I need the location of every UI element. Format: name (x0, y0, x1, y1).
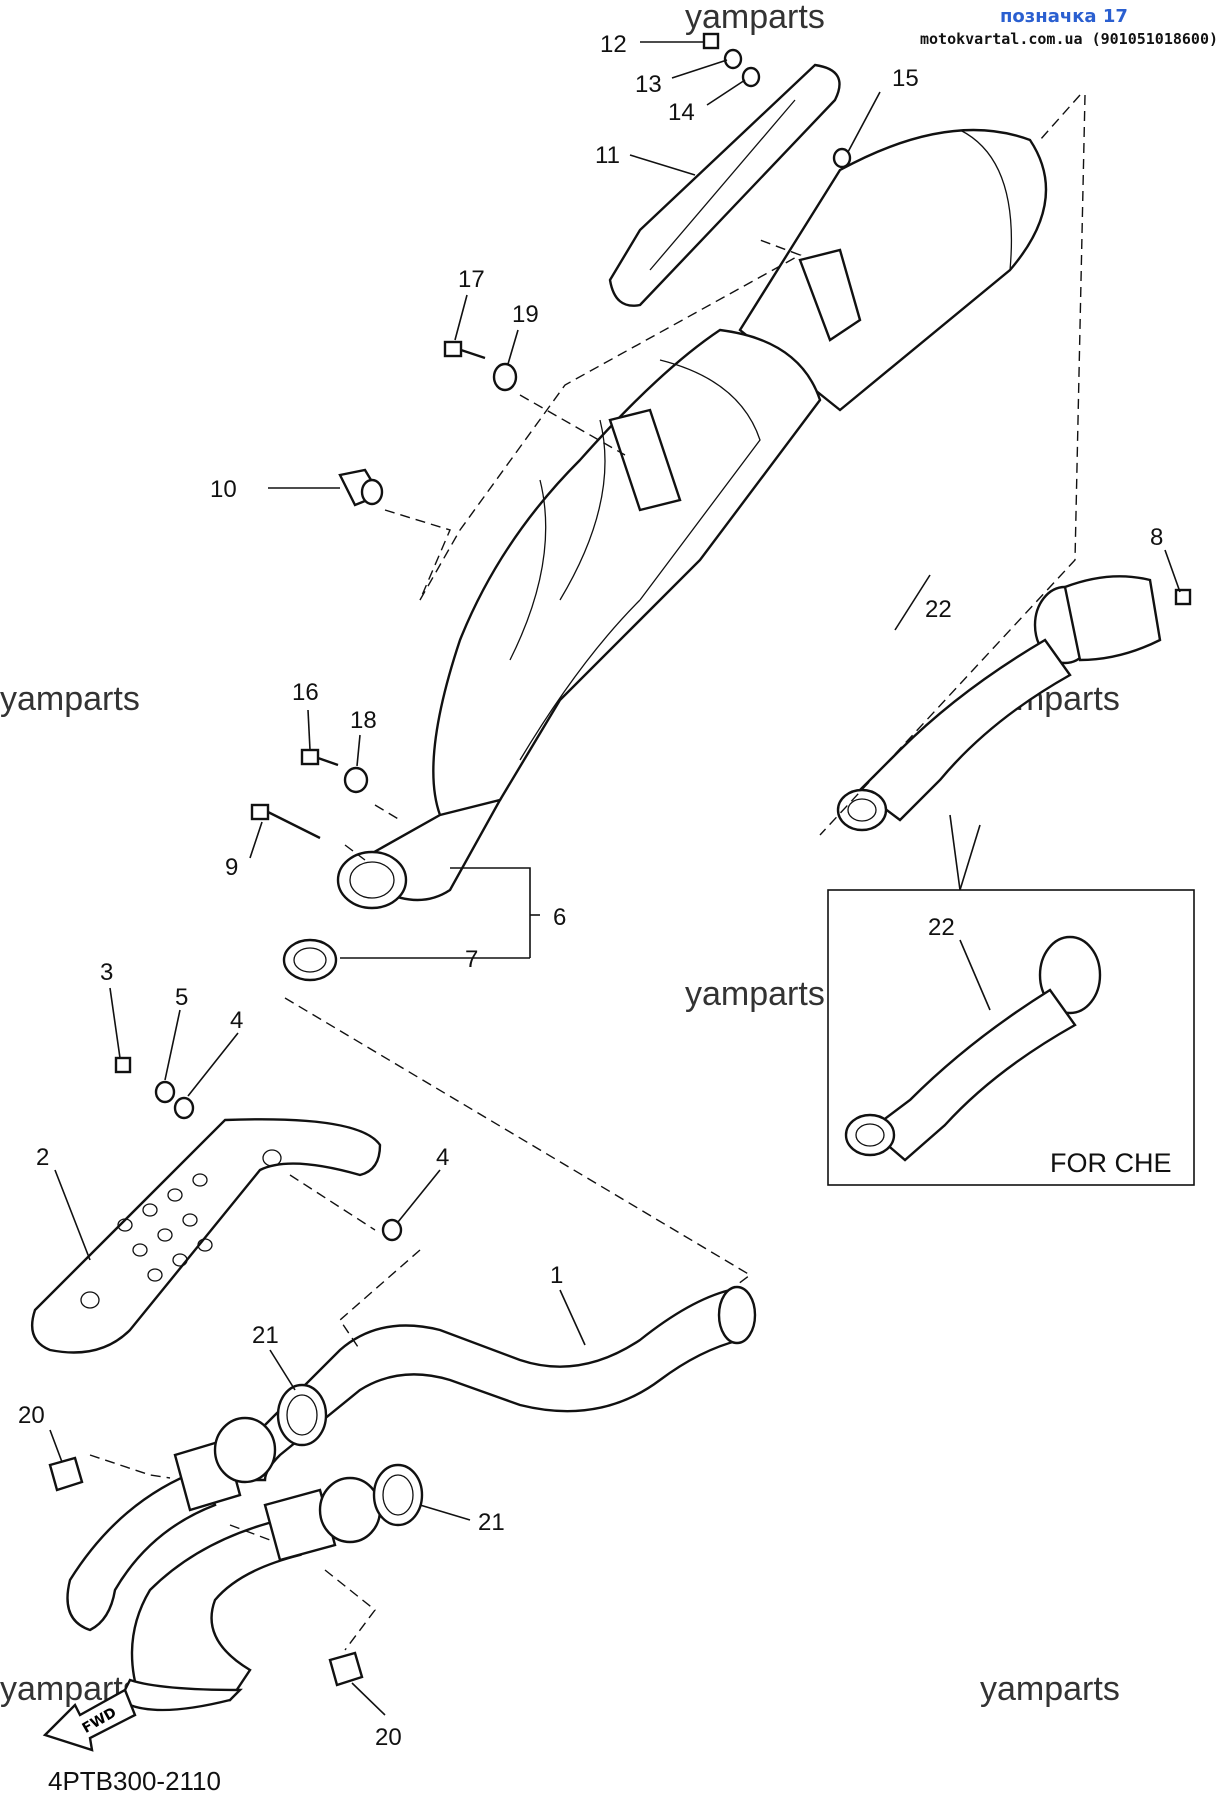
callout-17: 17 (458, 266, 485, 293)
heat-protector-11 (608, 63, 841, 307)
exhaust-pipe-1 (66, 1285, 757, 1712)
callout-22b: 22 (928, 914, 955, 941)
watermark-top: yamparts (685, 0, 825, 36)
inset-label: FOR CHE (1050, 1148, 1172, 1178)
watermark-bottom-right: yamparts (980, 1670, 1120, 1708)
washer-14 (741, 66, 761, 88)
callout-11: 11 (595, 142, 620, 169)
callout-15: 15 (892, 65, 919, 92)
pipe-22-variant (844, 935, 1102, 1162)
washer-4b (381, 1218, 403, 1242)
nut-20a (48, 1456, 84, 1492)
callout-12: 12 (600, 31, 627, 58)
header-link[interactable]: позначка 17 (1000, 6, 1128, 27)
bolt-16 (300, 748, 339, 767)
collar-13 (723, 48, 743, 70)
callout-20b: 20 (375, 1724, 402, 1751)
callout-16: 16 (292, 679, 319, 706)
callout-9: 9 (225, 854, 238, 881)
washer-5 (154, 1080, 176, 1104)
header-source: motokvartal.com.ua (901051018600) (920, 30, 1218, 48)
washer-19 (492, 362, 518, 392)
callout-18: 18 (350, 707, 377, 734)
washer-4a (173, 1096, 195, 1120)
muffler-assembly (336, 128, 1048, 910)
bolt-9 (250, 803, 321, 840)
callout-3: 3 (100, 959, 113, 986)
gasket-21b (372, 1463, 424, 1527)
callout-4b: 4 (436, 1144, 449, 1171)
callout-13: 13 (635, 71, 662, 98)
callout-20a: 20 (18, 1402, 45, 1429)
inset-box (827, 889, 1195, 1186)
callout-10: 10 (210, 476, 237, 503)
damper-10 (338, 468, 384, 507)
bolt-17 (443, 340, 486, 360)
screw-3 (114, 1056, 132, 1074)
nut-20b (328, 1651, 364, 1687)
watermark-center: yamparts (685, 975, 825, 1013)
gasket-7 (282, 938, 338, 982)
leader-lines (49, 41, 1181, 1716)
callout-5: 5 (175, 984, 188, 1011)
washer-18 (343, 766, 369, 794)
callout-labels: 12 13 14 15 11 17 19 10 8 22 16 18 9 6 7… (18, 31, 1163, 1751)
pipe-22 (836, 575, 1162, 832)
gasket-21a (276, 1383, 328, 1447)
callout-21b: 21 (478, 1509, 505, 1536)
damper-15 (832, 147, 852, 169)
dashed-alignment-lines (89, 94, 1086, 1651)
callout-22a: 22 (925, 596, 952, 623)
callout-19: 19 (512, 301, 539, 328)
callout-21a: 21 (252, 1322, 279, 1349)
callout-8: 8 (1150, 524, 1163, 551)
diagram-code: 4PTB300-2110 (48, 1766, 221, 1796)
callout-1: 1 (550, 1262, 563, 1289)
callout-14: 14 (668, 99, 695, 126)
callout-6: 6 (553, 904, 566, 931)
protector-2 (30, 1118, 382, 1354)
callout-4a: 4 (230, 1007, 243, 1034)
watermark-left: yamparts (0, 680, 140, 718)
bolt-8 (1174, 588, 1192, 606)
bolt-12 (702, 32, 720, 50)
callout-7: 7 (465, 946, 478, 973)
callout-2: 2 (36, 1144, 49, 1171)
